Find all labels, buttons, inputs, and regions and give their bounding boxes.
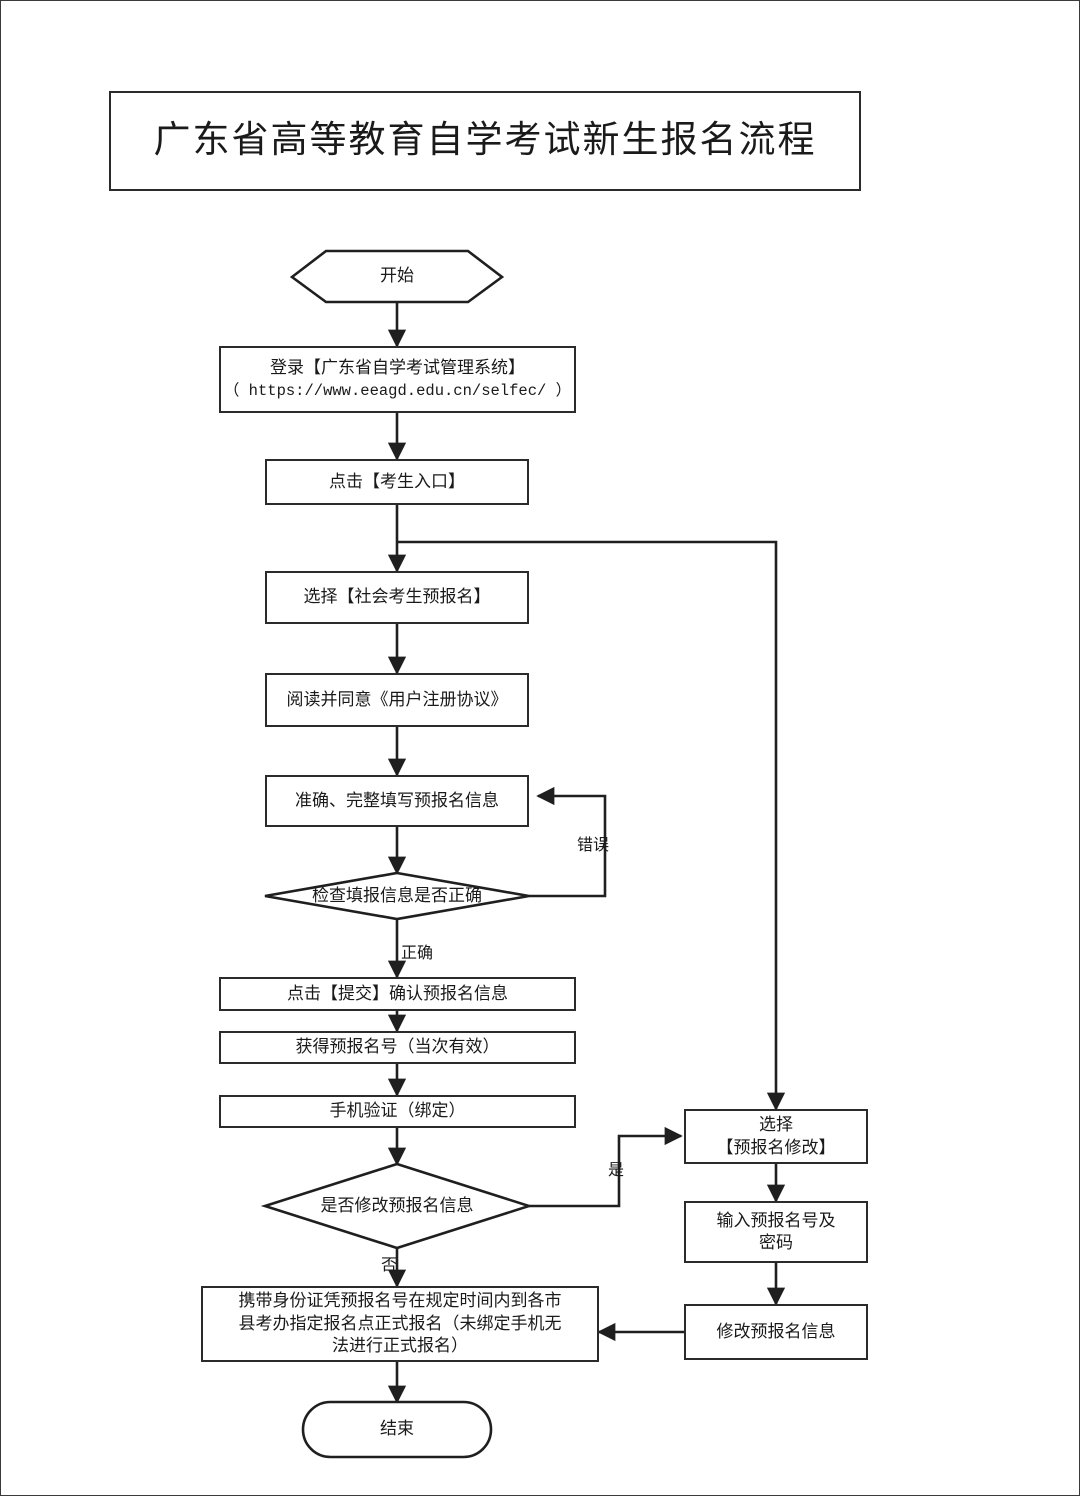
phone-verify-node: 手机验证（绑定）: [219, 1095, 576, 1128]
entry-node: 点击【考生入口】: [265, 459, 529, 505]
edge-label-yes: 是: [605, 1161, 622, 1177]
start-node-shape: [289, 249, 505, 304]
edge-label-correct: 正确: [401, 945, 434, 962]
modify-decision-shape: [260, 1162, 534, 1250]
login-node: 登录【广东省自学考试管理系统】 （ https://www.eeagd.edu.…: [219, 346, 576, 413]
submit-node: 点击【提交】确认预报名信息: [219, 977, 576, 1011]
page-title: 广东省高等教育自学考试新生报名流程: [109, 91, 861, 191]
agreement-node: 阅读并同意《用户注册协议》: [265, 673, 529, 727]
login-node-label: 登录【广东省自学考试管理系统】: [270, 358, 525, 378]
check-decision-shape: [264, 871, 530, 921]
fill-info-node: 准确、完整填写预报名信息: [265, 775, 529, 827]
do-modify-node: 修改预报名信息: [684, 1304, 868, 1360]
input-number-node: 输入预报名号及 密码: [684, 1201, 868, 1263]
edge-label-error: 错误: [577, 837, 610, 854]
login-node-url: （ https://www.eeagd.edu.cn/selfec/ ）: [223, 382, 572, 401]
choose-pre-node: 选择【社会考生预报名】: [265, 571, 529, 624]
edge-label-no: 否: [381, 1257, 398, 1274]
formal-registration-node: 携带身份证凭预报名号在规定时间内到各市 县考办指定报名点正式报名（未绑定手机无 …: [201, 1286, 599, 1362]
select-modify-node: 选择 【预报名修改】: [684, 1109, 868, 1164]
end-node-shape: [301, 1400, 493, 1459]
get-number-node: 获得预报名号（当次有效）: [219, 1031, 576, 1064]
